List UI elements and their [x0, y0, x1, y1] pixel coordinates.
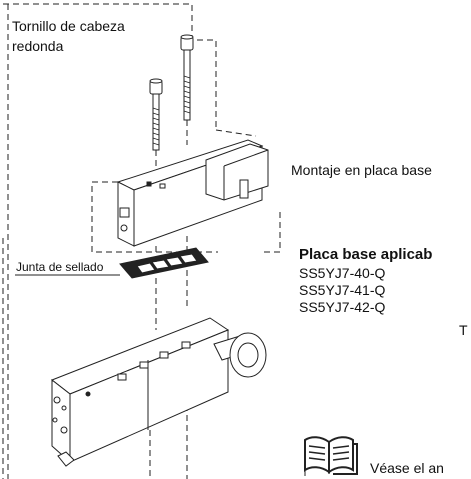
base-model-2: SS5YJ7-41-Q	[299, 282, 386, 298]
partial-label-t: T	[459, 322, 468, 338]
screw-left	[149, 78, 163, 179]
screw-label-line2: redonda	[12, 38, 64, 54]
see-manual-label: Véase el an	[370, 460, 444, 476]
gasket-label: Junta de sellado	[16, 260, 104, 274]
base-model-3: SS5YJ7-42-Q	[299, 299, 386, 315]
applicable-base-title: Placa base aplicab	[299, 246, 433, 263]
sealing-gasket	[119, 247, 209, 279]
open-book-icon	[304, 436, 358, 475]
manifold-base	[50, 317, 267, 467]
base-model-1: SS5YJ7-40-Q	[299, 265, 386, 281]
screw-right	[180, 34, 194, 145]
solenoid-valve	[116, 139, 269, 247]
mounting-label: Montaje en placa base	[291, 162, 432, 178]
connector-guide-lines	[149, 236, 188, 479]
screw-label-line1: Tornillo de cabeza	[12, 18, 125, 34]
